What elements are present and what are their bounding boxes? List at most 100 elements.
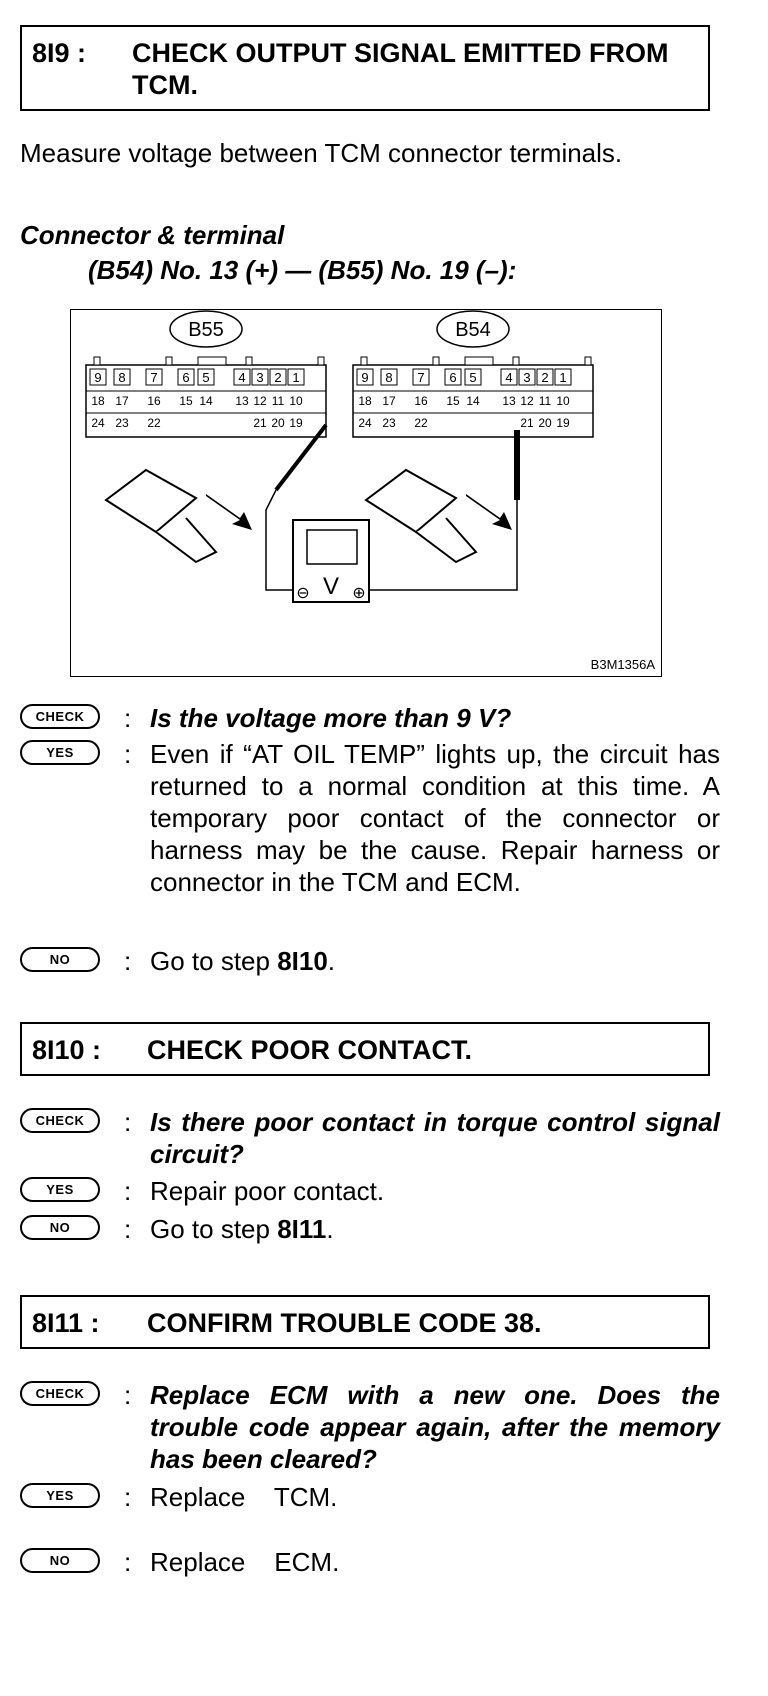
measure-instruction: Measure voltage between TCM connector te… (20, 138, 623, 168)
pin-label: 19 (289, 416, 303, 430)
pin-label: 23 (115, 416, 129, 430)
pin-label: 17 (382, 394, 396, 408)
yes-row-8i10: YES : Repair poor contact. (20, 1175, 720, 1209)
colon: : (124, 1176, 132, 1206)
voltmeter-display (306, 529, 358, 565)
pin-label: 2 (541, 370, 548, 385)
pin-label: 3 (256, 370, 263, 385)
step-link-8i10[interactable]: 8I10 (277, 946, 328, 976)
right-connector-tab (584, 356, 592, 366)
no-answer-suffix: . (326, 1214, 334, 1244)
colon: : (124, 703, 132, 733)
left-connector-tab (245, 356, 253, 366)
pin-right-5 (464, 368, 482, 386)
right-harness-plug (364, 468, 458, 534)
pin-label: 13 (235, 394, 249, 408)
pin-left-3 (251, 368, 269, 386)
pin-label: 10 (289, 394, 303, 408)
no-answer-prefix: Go to step (150, 1214, 278, 1244)
pin-right-6 (444, 368, 462, 386)
check-row-8i9: CHECK : Is the voltage more than 9 V? (20, 702, 720, 736)
pin-label: 18 (358, 394, 372, 408)
check-badge: CHECK (20, 1108, 100, 1133)
check-row-8i11: CHECK : Replace ECM with a new one. Does… (20, 1379, 720, 1479)
no-row-8i10: NO : Go to step 8I11. (20, 1213, 720, 1247)
pin-label: 23 (382, 416, 396, 430)
pin-right-7 (412, 368, 430, 386)
plus-lead (363, 500, 518, 591)
pin-right-4 (500, 368, 518, 386)
colon: : (124, 1214, 132, 1244)
no-answer-suffix: . (327, 946, 336, 976)
no-badge: NO (20, 947, 100, 972)
pin-label: 20 (271, 416, 285, 430)
left-connector-key (197, 356, 227, 366)
yes-answer: Even if “AT OIL TEMP” lights up, the cir… (150, 739, 720, 897)
pin-label: 4 (238, 370, 245, 385)
colon: : (124, 739, 132, 769)
voltmeter-plus-terminal: ⊕ (352, 585, 365, 602)
check-badge: CHECK (20, 1381, 100, 1406)
no-row-8i9: NO : Go to step 8I10. (20, 945, 720, 979)
pin-label: 6 (449, 370, 456, 385)
colon: : (124, 1107, 132, 1137)
pin-label: 18 (91, 394, 105, 408)
connector-heading: Connector & terminal (20, 220, 285, 250)
pin-label: 7 (150, 370, 157, 385)
pin-label: 6 (182, 370, 189, 385)
yes-badge: YES (20, 1483, 100, 1508)
left-connector-tab (317, 356, 325, 366)
no-badge: NO (20, 1548, 100, 1573)
colon: : (124, 946, 132, 976)
pin-label: 21 (520, 416, 534, 430)
pin-label: 20 (538, 416, 552, 430)
pin-label: 8 (118, 370, 125, 385)
pin-label: 15 (446, 394, 460, 408)
minus-probe (274, 423, 328, 492)
pin-left-4 (233, 368, 251, 386)
left-insert-arrow (206, 494, 252, 530)
pin-label: 2 (274, 370, 281, 385)
no-row-8i11: NO : Replace ECM. (20, 1546, 720, 1580)
pin-label: 14 (199, 394, 213, 408)
right-insert-arrow (466, 494, 512, 530)
pin-label: 3 (523, 370, 530, 385)
step-link-8i11[interactable]: 8I11 (277, 1214, 327, 1244)
colon: : (124, 1547, 132, 1577)
pin-left-1 (287, 368, 305, 386)
yes-answer: Replace TCM. (150, 1482, 338, 1512)
right-connector-key (464, 356, 494, 366)
connector-spec: (B54) No. 13 (+) — (B55) No. 19 (–): (88, 255, 517, 285)
left-harness-wires (155, 517, 218, 564)
left-connector-name-oval (169, 310, 243, 348)
check-row-8i10: CHECK : Is there poor contact in torque … (20, 1106, 720, 1172)
pin-label: 5 (469, 370, 476, 385)
pin-label: 24 (358, 416, 372, 430)
pin-left-2 (269, 368, 287, 386)
check-question: Is the voltage more than 9 V? (150, 703, 512, 733)
step-number: 8I11 : (32, 1308, 100, 1338)
pin-label: 16 (414, 394, 428, 408)
pin-label: 11 (272, 394, 285, 408)
pin-label: 10 (556, 394, 570, 408)
left-connector-name: B55 (188, 319, 224, 341)
colon: : (124, 1482, 132, 1512)
pin-label: 1 (559, 370, 566, 385)
step-number: 8I9 : (32, 38, 87, 68)
pin-label: 16 (147, 394, 161, 408)
pin-label: 15 (179, 394, 193, 408)
left-harness-plug (104, 468, 198, 534)
pin-label: 1 (292, 370, 299, 385)
pin-label: 5 (202, 370, 209, 385)
step-8i11-header: 8I11 : CONFIRM TROUBLE CODE 38. (20, 1295, 710, 1349)
pin-label: 7 (417, 370, 424, 385)
check-question: Is there poor contact in torque control … (150, 1107, 720, 1169)
pin-left-6 (177, 368, 195, 386)
no-answer: Replace ECM. (150, 1547, 340, 1577)
pin-left-8 (113, 368, 131, 386)
pin-label: 9 (94, 370, 101, 385)
pin-left-5 (197, 368, 215, 386)
right-harness-wires (415, 517, 478, 564)
